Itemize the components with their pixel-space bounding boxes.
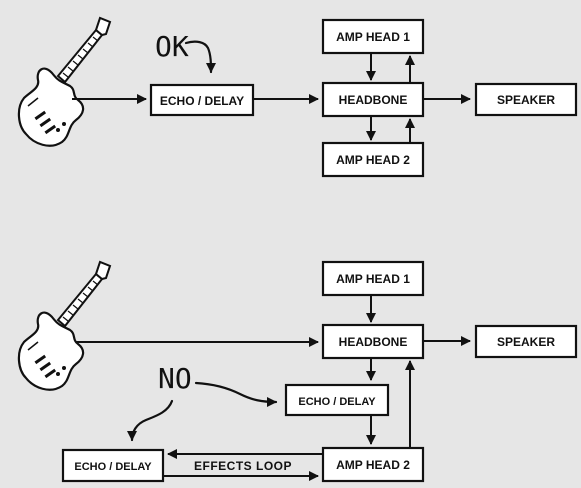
headbone-label: HEADBONE (339, 93, 408, 107)
top-diagram: OK ECHO / DELAY AMP HEAD 1 HEADBONE AMP … (17, 16, 578, 178)
speaker-label: SPEAKER (497, 93, 555, 107)
electric-guitar-icon (17, 16, 112, 147)
no-arrow-to-echo-middle (194, 381, 278, 407)
ok-note: OK (155, 30, 189, 63)
amp-head-1-box: AMP HEAD 1 (321, 18, 425, 55)
echo-delay-left-box: ECHO / DELAY (61, 448, 165, 483)
ok-arrow (184, 40, 216, 74)
echo-delay-label: ECHO / DELAY (160, 94, 244, 108)
speaker-box: SPEAKER (474, 324, 578, 359)
speaker-box: SPEAKER (474, 82, 578, 117)
amp-head-2-label: AMP HEAD 2 (336, 153, 410, 167)
echo-delay-left-label: ECHO / DELAY (74, 461, 152, 473)
amp-head-1-label: AMP HEAD 1 (336, 272, 410, 286)
electric-guitar-icon (17, 260, 112, 391)
amp-head-2-label: AMP HEAD 2 (336, 458, 410, 472)
headbone-box: HEADBONE (321, 323, 425, 360)
amp-head-1-box: AMP HEAD 1 (321, 260, 425, 297)
amp-head-2-box: AMP HEAD 2 (321, 141, 425, 178)
echo-delay-box: ECHO / DELAY (149, 83, 255, 117)
echo-delay-middle-label: ECHO / DELAY (298, 396, 376, 408)
amp-head-1-label: AMP HEAD 1 (336, 30, 410, 44)
speaker-label: SPEAKER (497, 335, 555, 349)
effects-loop-label: EFFECTS LOOP (194, 459, 292, 473)
echo-delay-middle-box: ECHO / DELAY (284, 383, 390, 417)
headbone-box: HEADBONE (321, 81, 425, 118)
no-arrow-to-echo-left (127, 399, 174, 442)
headbone-label: HEADBONE (339, 335, 408, 349)
no-note: NO (158, 362, 192, 395)
amp-head-2-box: AMP HEAD 2 (321, 446, 425, 483)
bottom-diagram: AMP HEAD 1 HEADBONE SPEAKER ECHO / DELAY (17, 260, 578, 483)
